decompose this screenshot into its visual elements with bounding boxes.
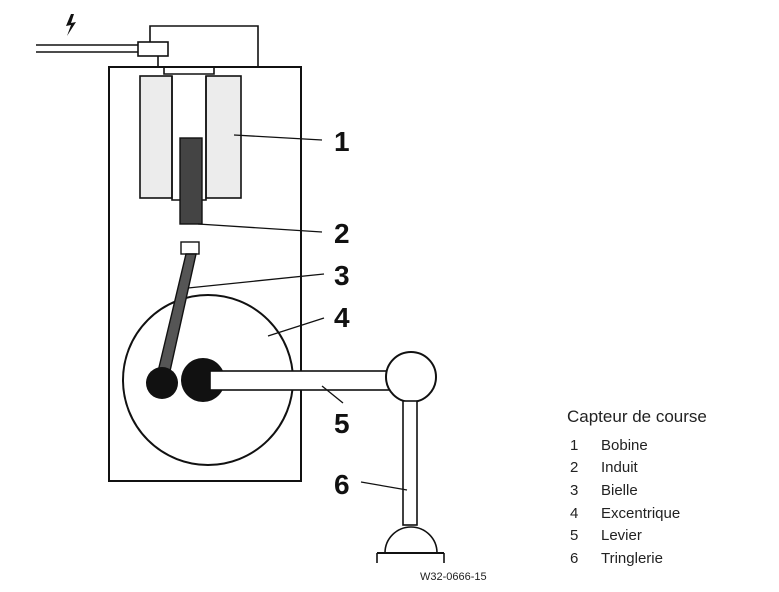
supply-cable — [36, 25, 259, 67]
legend-number: 1 — [570, 437, 578, 454]
legend-label: Induit — [601, 459, 639, 476]
armature — [179, 137, 203, 255]
callout-6: 6 — [334, 469, 350, 500]
legend-number: 5 — [570, 527, 578, 544]
callout-1: 1 — [334, 126, 350, 157]
leader-1 — [233, 134, 323, 141]
legend: Capteur de course 1 Bobine 2 Induit 3 Bi… — [567, 407, 707, 567]
leader-2 — [197, 223, 323, 233]
linkage-rod — [402, 400, 418, 526]
legend-label: Levier — [601, 527, 642, 544]
figure-reference: W32-0666-15 — [420, 571, 487, 583]
legend-title: Capteur de course — [567, 407, 707, 426]
leader-4 — [267, 317, 325, 337]
leader-6 — [360, 481, 408, 491]
legend-label: Bobine — [601, 437, 648, 454]
leader-3 — [187, 273, 325, 289]
linkage-ball-joint — [384, 526, 438, 554]
legend-label: Excentrique — [601, 505, 680, 522]
lightning-icon — [66, 14, 76, 36]
callout-3: 3 — [334, 260, 350, 291]
leader-5 — [321, 385, 344, 404]
coil — [139, 67, 242, 201]
legend-number: 4 — [570, 505, 578, 522]
legend-label: Tringlerie — [601, 550, 663, 567]
legend-number: 3 — [570, 482, 578, 499]
legend-number: 6 — [570, 550, 578, 567]
eccentric-shaft — [181, 358, 225, 402]
eccentric-pin — [146, 367, 178, 399]
legend-number: 2 — [570, 459, 578, 476]
lever — [209, 370, 391, 391]
callout-4: 4 — [334, 302, 350, 333]
legend-label: Bielle — [601, 482, 638, 499]
lever-pivot — [385, 351, 437, 403]
callout-2: 2 — [334, 218, 350, 249]
callout-5: 5 — [334, 408, 350, 439]
